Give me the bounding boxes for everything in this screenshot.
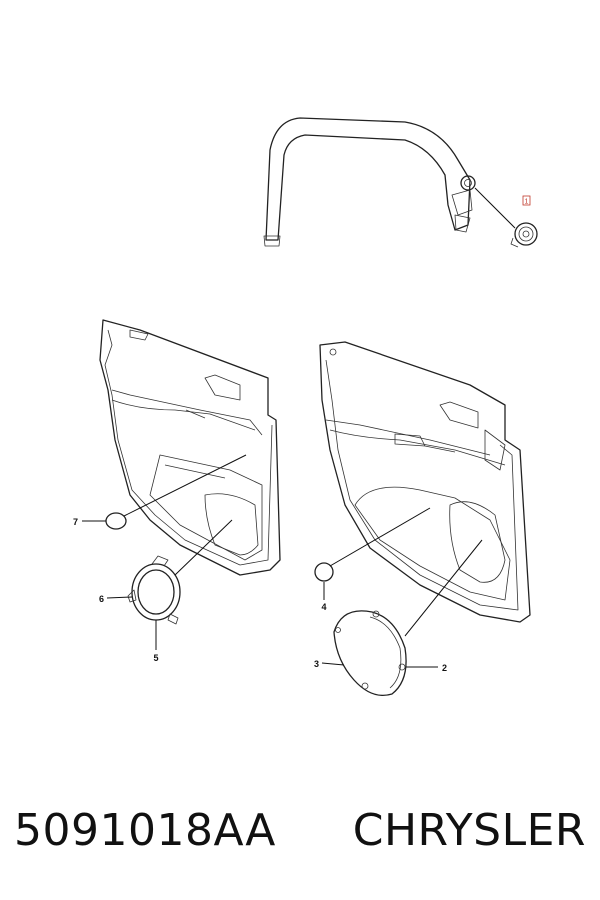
plug-cap-left <box>105 512 127 530</box>
part-footer: 5091018AA CHRYSLER <box>0 790 600 870</box>
speaker-adapter-ring <box>127 555 181 625</box>
brand-name: CHRYSLER <box>352 804 586 856</box>
callout-1-box <box>522 195 531 206</box>
callout-6: 6 <box>99 594 104 604</box>
callout-5: 5 <box>153 653 158 663</box>
plug-cap-right <box>314 562 334 582</box>
callout-3: 3 <box>314 659 319 669</box>
callout-1: 1 <box>525 199 529 206</box>
right-door-panel <box>319 341 531 623</box>
callout-7: 7 <box>73 517 78 527</box>
part-number: 5091018AA <box>14 804 276 856</box>
parts-diagram: 1 <box>73 117 538 697</box>
callout-4: 4 <box>321 602 326 612</box>
leader-3 <box>321 662 345 666</box>
leader-7 <box>123 454 247 517</box>
door-trim-molding <box>263 117 473 247</box>
tweeter-mount <box>460 175 476 191</box>
left-door-panel <box>99 319 281 576</box>
tweeter-speaker <box>510 222 538 248</box>
leader-5-ring <box>174 519 233 576</box>
callout-2: 2 <box>442 663 447 673</box>
leader-4-panel <box>329 507 431 567</box>
leader-1 <box>474 187 516 229</box>
leader-6 <box>106 596 133 599</box>
door-speaker <box>333 610 407 697</box>
leader-speaker-panel <box>404 539 483 637</box>
